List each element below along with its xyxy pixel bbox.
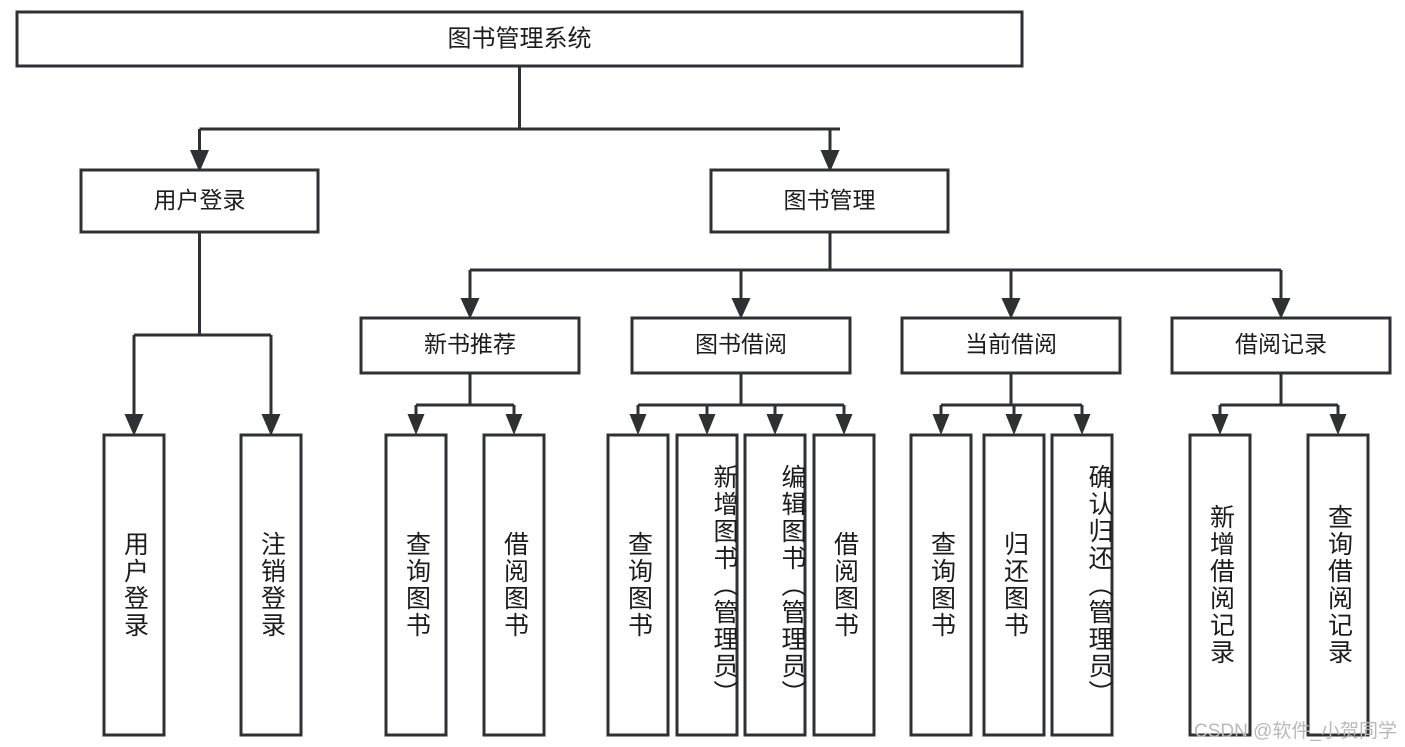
arrowhead-leaf-borrow-book-new (505, 414, 523, 435)
arrowhead-leaf-logout (261, 414, 281, 436)
arrowhead-leaf-return-book (1005, 414, 1023, 435)
node-root-box[interactable] (15, 10, 1024, 68)
arrowhead-leaf-confirm-return (1073, 414, 1091, 435)
node-borrow-record-label: 借阅记录 (1235, 331, 1327, 357)
leaf-box-borrow-book-b[interactable] (812, 433, 876, 737)
arrowhead-leaf-borrow-book-b (835, 414, 853, 435)
arrowhead-book-borrow (731, 298, 751, 319)
node-current-borrow[interactable]: 当前借阅 (900, 316, 1122, 375)
node-book-manage[interactable]: 图书管理 (709, 168, 950, 234)
node-root[interactable]: 图书管理系统 (15, 10, 1024, 68)
arrowhead-leaf-add-record (1211, 414, 1229, 435)
leaf-box-logout[interactable] (239, 433, 303, 737)
arrowhead-leaf-query-book-c (932, 414, 950, 435)
leaf-box-return-book[interactable] (982, 433, 1046, 737)
node-user-login-box[interactable] (79, 168, 320, 234)
arrowhead-leaf-query-book-new (407, 414, 425, 435)
node-borrow-record-box[interactable] (1170, 316, 1392, 375)
leaf-box-borrow-book-new[interactable] (482, 433, 546, 737)
arrowhead-new-book-rec (460, 298, 480, 319)
leaf-box-confirm-return[interactable] (1050, 433, 1114, 737)
node-root-label: 图书管理系统 (448, 25, 592, 52)
arrowhead-current-borrow (1001, 298, 1021, 319)
leaf-box-add-record[interactable] (1188, 433, 1252, 737)
node-current-borrow-label: 当前借阅 (965, 331, 1057, 357)
node-new-book-rec-label: 新书推荐 (424, 331, 516, 357)
leaf-box-edit-book[interactable] (743, 433, 807, 737)
leaf-box-add-book[interactable] (675, 433, 739, 737)
csdn-watermark: CSDN @软件_小贺同学 (1194, 721, 1397, 742)
node-user-login-label: 用户登录 (154, 187, 246, 213)
arrowhead-book-manage (820, 150, 840, 172)
node-new-book-rec[interactable]: 新书推荐 (359, 316, 581, 375)
node-book-manage-label: 图书管理 (784, 187, 876, 213)
node-book-manage-box[interactable] (709, 168, 950, 234)
arrowhead-leaf-user-login (124, 414, 144, 436)
node-current-borrow-box[interactable] (900, 316, 1122, 375)
node-borrow-record[interactable]: 借阅记录 (1170, 316, 1392, 375)
node-book-borrow-box[interactable] (630, 316, 852, 375)
leaf-box-query-book-new[interactable] (384, 433, 448, 737)
node-user-login[interactable]: 用户登录 (79, 168, 320, 234)
arrowhead-leaf-add-book (698, 414, 716, 435)
node-new-book-rec-box[interactable] (359, 316, 581, 375)
leaf-box-query-book-b[interactable] (606, 433, 670, 737)
arrowhead-leaf-query-record (1329, 414, 1347, 435)
leaf-box-user-login[interactable] (102, 433, 166, 737)
arrowhead-leaf-edit-book (766, 414, 784, 435)
connector-layer (124, 66, 1347, 436)
leaf-box-layer (102, 433, 1370, 737)
arrowhead-borrow-record (1271, 298, 1291, 319)
arrowhead-leaf-query-book-b (629, 414, 647, 435)
leaf-box-query-book-c[interactable] (909, 433, 973, 737)
leaf-box-query-record[interactable] (1306, 433, 1370, 737)
node-book-borrow-label: 图书借阅 (695, 331, 787, 357)
arrowhead-user-login (190, 150, 209, 172)
node-book-borrow[interactable]: 图书借阅 (630, 316, 852, 375)
